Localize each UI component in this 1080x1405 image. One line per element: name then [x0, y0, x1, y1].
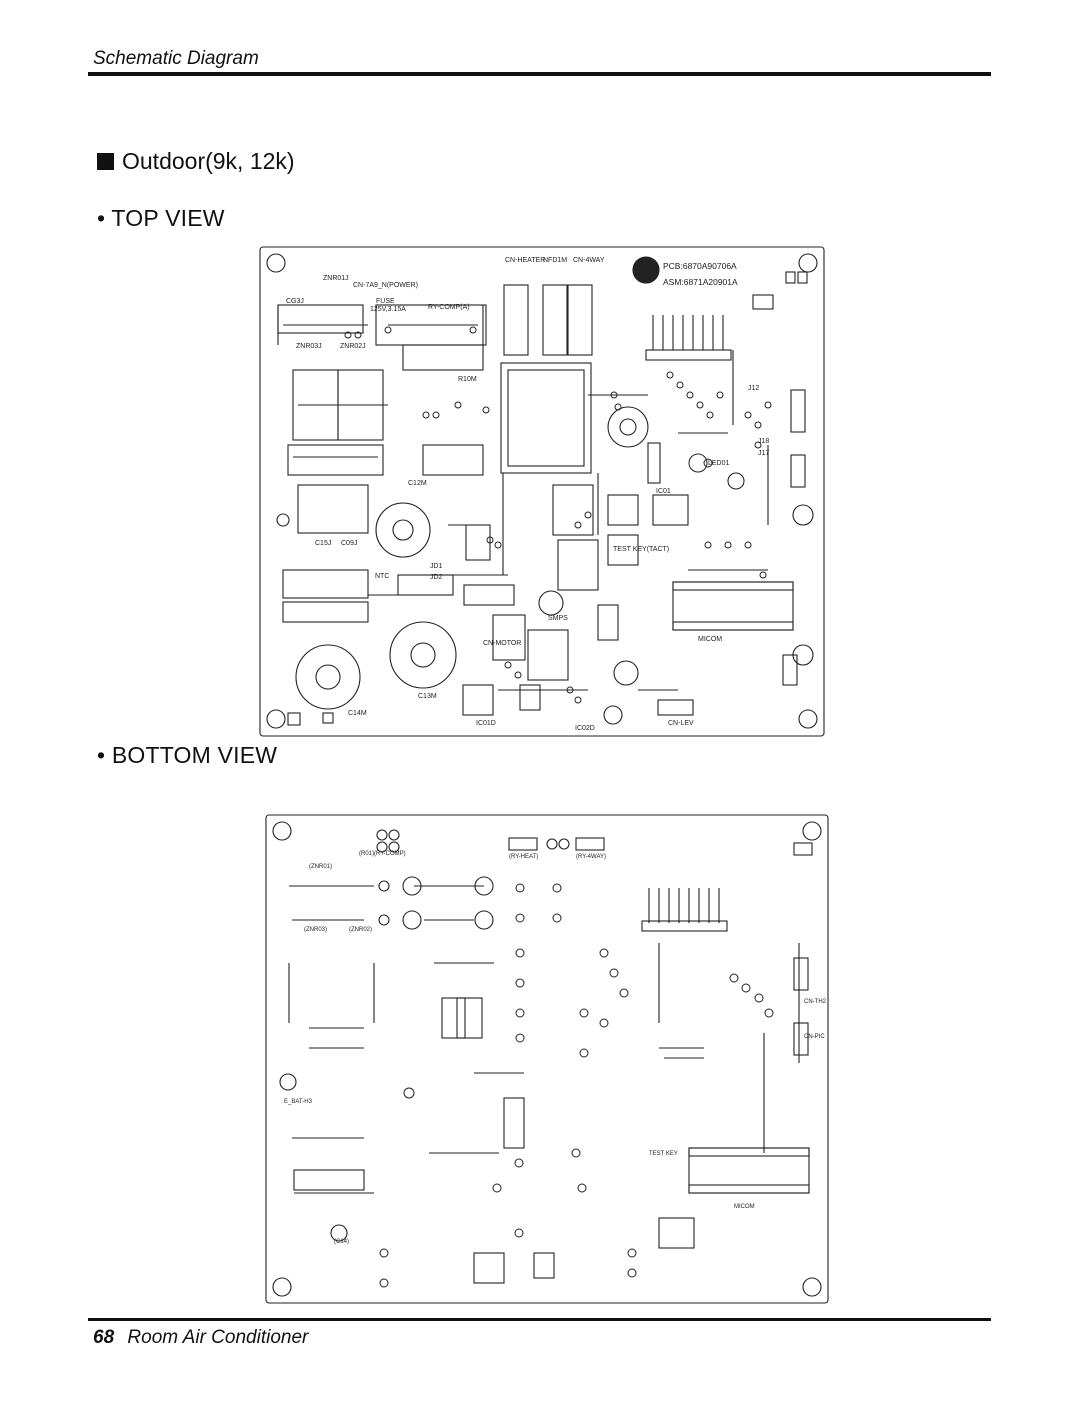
svg-text:C14M: C14M	[348, 710, 367, 717]
footer: 68 Room Air Conditioner	[93, 1327, 308, 1349]
svg-text:IC02D: IC02D	[575, 725, 595, 732]
section-title: Outdoor(9k, 12k)	[122, 148, 295, 174]
svg-text:C12M: C12M	[408, 480, 427, 487]
square-bullet-icon	[97, 153, 114, 170]
svg-text:R10M: R10M	[458, 376, 477, 383]
svg-text:RY-COMP(A): RY-COMP(A)	[428, 304, 470, 311]
svg-text:CN-TH2: CN-TH2	[804, 999, 827, 1005]
footer-title: Room Air Conditioner	[127, 1327, 309, 1348]
svg-text:J12: J12	[748, 385, 759, 392]
svg-text:ZNR03J: ZNR03J	[296, 343, 322, 350]
svg-text:(ZNR02): (ZNR02)	[349, 927, 372, 933]
svg-text:CN-4WAY: CN-4WAY	[573, 257, 605, 264]
bottom-view-heading: • BOTTOM VIEW	[97, 742, 278, 768]
svg-text:SMPS: SMPS	[548, 615, 568, 622]
svg-text:E_BAT-H3: E_BAT-H3	[284, 1099, 313, 1105]
svg-text:C09J: C09J	[341, 540, 357, 547]
svg-text:(C14): (C14)	[334, 1239, 349, 1245]
svg-text:CN-PIC: CN-PIC	[804, 1034, 825, 1040]
svg-text:IC01: IC01	[656, 488, 671, 495]
svg-text:FUSE: FUSE	[376, 298, 395, 305]
svg-text:CN-7A9_N(POWER): CN-7A9_N(POWER)	[353, 282, 418, 289]
svg-text:MICOM: MICOM	[698, 636, 722, 643]
svg-text:IC01D: IC01D	[476, 720, 496, 727]
footer-rule	[88, 1318, 991, 1321]
svg-text:CN-LEV: CN-LEV	[668, 720, 694, 727]
svg-text:C15J: C15J	[315, 540, 331, 547]
svg-text:ASM:6871A20901A: ASM:6871A20901A	[663, 277, 738, 287]
svg-text:JD1: JD1	[430, 563, 443, 570]
svg-text:J17: J17	[758, 450, 769, 457]
top-view-pcb-diagram: PCB:6870A90706A ASM:6871A20901A CN-HEATE…	[258, 245, 826, 738]
svg-text:(ZNR03): (ZNR03)	[304, 927, 327, 933]
svg-text:(R01)(RY-COMP): (R01)(RY-COMP)	[359, 851, 406, 857]
svg-text:LED01: LED01	[708, 460, 730, 467]
svg-text:NFD1M: NFD1M	[543, 257, 567, 264]
svg-text:NTC: NTC	[375, 573, 389, 580]
header-title: Schematic Diagram	[93, 48, 259, 69]
svg-text:125V,3.15A: 125V,3.15A	[370, 306, 406, 313]
svg-text:J18: J18	[758, 438, 769, 445]
svg-text:TEST KEY: TEST KEY	[649, 1151, 678, 1157]
section-heading: Outdoor(9k, 12k)	[97, 148, 295, 175]
svg-text:CG3J: CG3J	[286, 298, 304, 305]
svg-text:ZNR02J: ZNR02J	[340, 343, 366, 350]
svg-text:JD2: JD2	[430, 574, 443, 581]
svg-text:ZNR01J: ZNR01J	[323, 275, 349, 282]
header-rule	[88, 72, 991, 76]
svg-text:(ZNR01): (ZNR01)	[309, 864, 332, 870]
page-number: 68	[93, 1327, 115, 1348]
svg-text:CN-HEATER: CN-HEATER	[505, 257, 545, 264]
svg-text:TEST KEY(TACT): TEST KEY(TACT)	[613, 546, 669, 553]
svg-text:CN-MOTOR: CN-MOTOR	[483, 640, 521, 647]
svg-text:MICOM: MICOM	[734, 1204, 755, 1210]
svg-text:PCB:6870A90706A: PCB:6870A90706A	[663, 261, 737, 271]
svg-text:(RY-HEAT): (RY-HEAT)	[509, 854, 538, 860]
top-view-heading: • TOP VIEW	[97, 205, 225, 231]
bottom-view-pcb-diagram: (R01)(RY-COMP) (RY-HEAT) (RY-4WAY) (ZNR0…	[264, 813, 830, 1305]
svg-text:(RY-4WAY): (RY-4WAY)	[576, 854, 606, 860]
svg-text:C13M: C13M	[418, 693, 437, 700]
